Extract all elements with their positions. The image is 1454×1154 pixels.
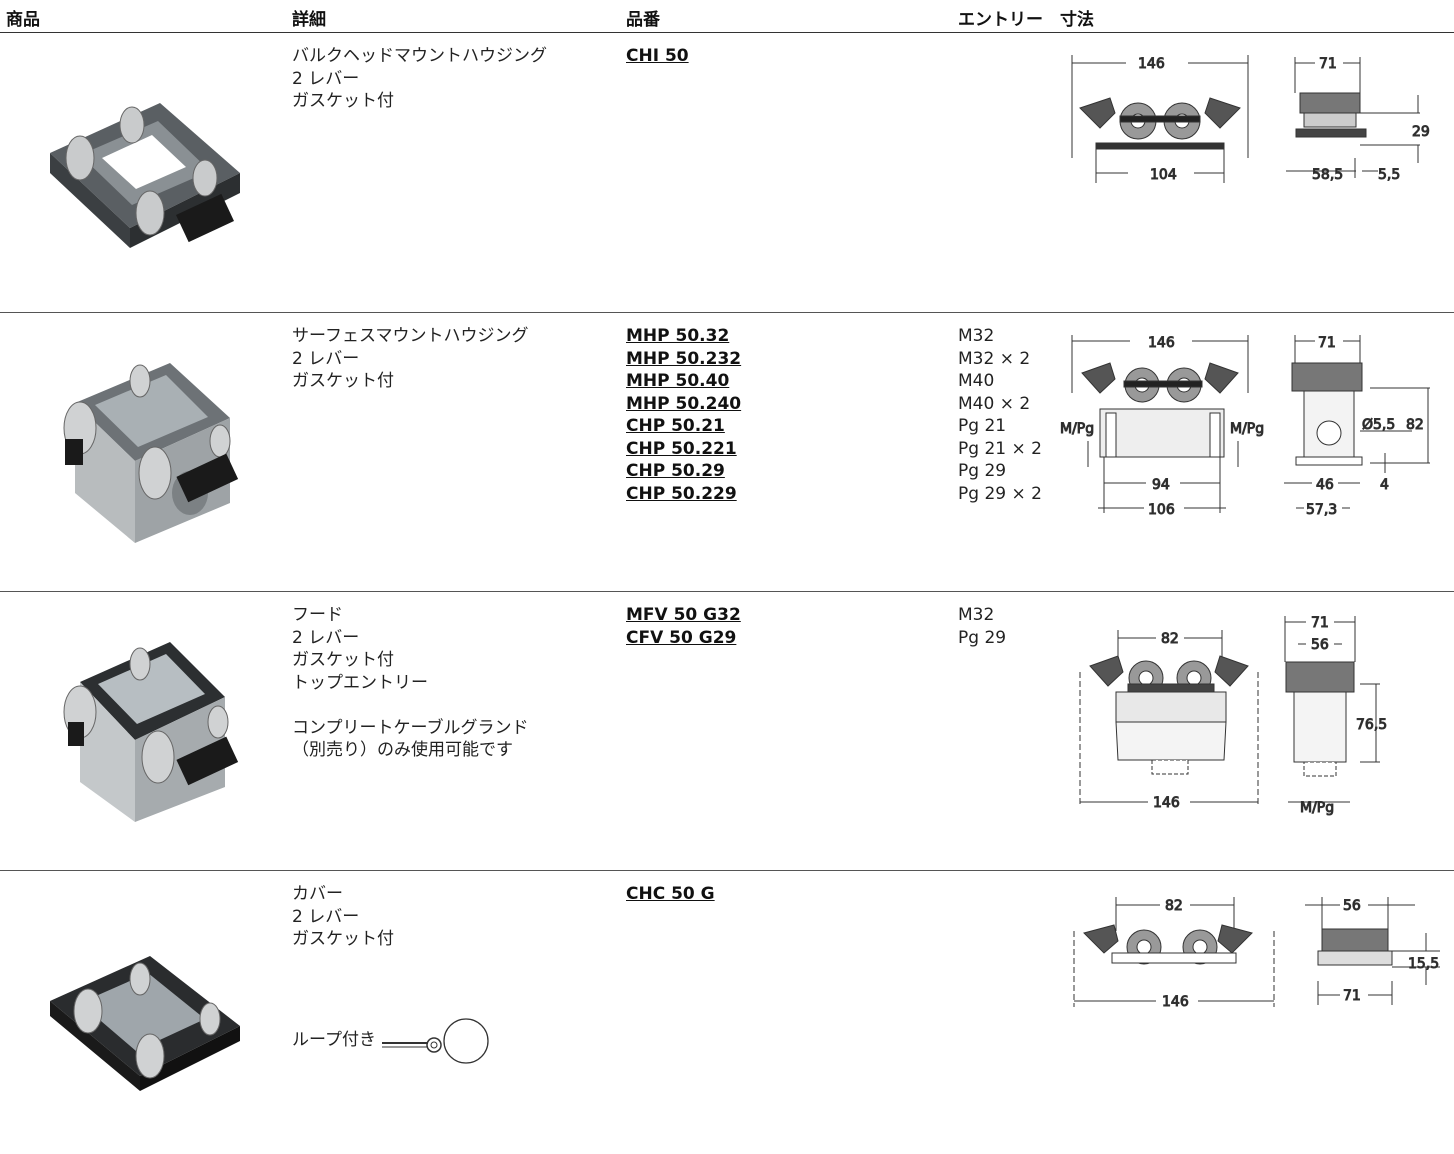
dim-56: 56 — [1311, 637, 1329, 653]
table-row: カバー 2 レバー ガスケット付 ループ付き CHC 50 G 82 146 5… — [0, 870, 1454, 1150]
detail-line: ガスケット付 — [292, 929, 394, 949]
detail-line: 2 レバー — [292, 68, 360, 89]
detail-line: 2 レバー — [292, 906, 360, 927]
dimension-drawing: 82 146 71 56 76,5 — [1060, 592, 1454, 871]
detail-line: ガスケット付 — [292, 650, 394, 670]
dim-104: 104 — [1150, 167, 1177, 183]
loop-cable-icon — [381, 1017, 489, 1064]
dim-m-pg-left: M/Pg — [1060, 421, 1094, 437]
dim-82: 82 — [1161, 631, 1179, 647]
dimension-drawing: 146 M/Pg M/Pg 94 106 71 — [1060, 313, 1454, 592]
dimension-drawing: 146 104 71 29 58,5 5,5 — [1060, 33, 1454, 312]
part-link-chp-50-229[interactable]: CHP 50.229 — [626, 483, 737, 504]
detail-line: ガスケット付 — [292, 371, 394, 391]
part-number-cell: MFV 50 G32 CFV 50 G29 — [626, 604, 741, 649]
part-link-chi-50[interactable]: CHI 50 — [626, 46, 689, 66]
table-row: バルクヘッドマウントハウジング 2 レバー ガスケット付 CHI 50 146 … — [0, 33, 1454, 312]
dim-m-pg-right: M/Pg — [1230, 421, 1264, 437]
detail-cell: カバー 2 レバー ガスケット付 ループ付き — [292, 883, 492, 1065]
dim-5-5: 5,5 — [1378, 167, 1400, 183]
dim-82: 82 — [1165, 898, 1183, 914]
hood-image — [63, 642, 239, 822]
dim-m-pg: M/Pg — [1300, 800, 1334, 816]
detail-line: トップエントリー — [292, 672, 428, 693]
part-link-chp-50-221[interactable]: CHP 50.221 — [626, 438, 737, 459]
detail-line: ガスケット付 — [292, 91, 394, 111]
cover-image — [50, 956, 240, 1091]
dim-146: 146 — [1138, 56, 1165, 72]
detail-line: フード — [292, 605, 343, 625]
dim-46: 46 — [1316, 477, 1334, 493]
entry-line: Pg 29 — [958, 627, 1007, 648]
dim-4: 4 — [1380, 477, 1389, 493]
part-link-cfv-50-g29[interactable]: CFV 50 G29 — [626, 627, 737, 648]
part-link-mhp-50-32[interactable]: MHP 50.32 — [626, 326, 730, 346]
part-number-cell: CHI 50 — [626, 45, 689, 68]
header-product: 商品 — [6, 10, 40, 30]
entry-line: M32 — [958, 605, 995, 625]
part-link-mhp-50-232[interactable]: MHP 50.232 — [626, 348, 742, 369]
entry-line: M32 × 2 — [958, 348, 1031, 369]
entry-line: Pg 21 — [958, 416, 1007, 436]
loop-option: ループ付き — [292, 1015, 492, 1065]
header-part-no: 品番 — [626, 10, 660, 30]
surface-housing-image — [63, 363, 239, 543]
table-header: 商品 詳細 品番 エントリー 寸法 — [0, 0, 1454, 33]
detail-line: バルクヘッドマウントハウジング — [292, 46, 547, 66]
entry-line: Pg 29 × 2 — [958, 483, 1042, 504]
detail-line: カバー — [292, 884, 343, 904]
dim-82: 82 — [1406, 417, 1424, 433]
table-row: サーフェスマウントハウジング 2 レバー ガスケット付 MHP 50.32 MH… — [0, 312, 1454, 592]
dim-29: 29 — [1412, 124, 1430, 140]
detail-line: サーフェスマウントハウジング — [292, 326, 529, 346]
dim-146: 146 — [1148, 335, 1175, 351]
table-row: フード 2 レバー ガスケット付 トップエントリー コンプリートケーブルグランド… — [0, 591, 1454, 871]
part-number-cell: MHP 50.32 MHP 50.232 MHP 50.40 MHP 50.24… — [626, 325, 741, 505]
dim-146: 146 — [1162, 994, 1189, 1010]
dim-57-3: 57,3 — [1306, 502, 1337, 518]
entry-line: M40 — [958, 371, 995, 391]
part-link-chp-50-21[interactable]: CHP 50.21 — [626, 416, 725, 436]
dim-71: 71 — [1311, 615, 1329, 631]
entry-cell: M32 Pg 29 — [958, 604, 1006, 649]
dimension-drawing: 82 146 56 15,5 71 — [1060, 871, 1454, 1150]
dim-76-5: 76,5 — [1356, 717, 1387, 733]
detail-line: 2 レバー — [292, 627, 360, 648]
entry-cell: M32 M32 × 2 M40 M40 × 2 Pg 21 Pg 21 × 2 … — [958, 325, 1042, 505]
part-link-mfv-50-g32[interactable]: MFV 50 G32 — [626, 605, 741, 625]
part-link-chc-50-g[interactable]: CHC 50 G — [626, 884, 715, 904]
entry-line: M40 × 2 — [958, 393, 1031, 414]
detail-cell: サーフェスマウントハウジング 2 レバー ガスケット付 — [292, 325, 528, 393]
dim-diameter-5-5: Ø5,5 — [1362, 417, 1395, 433]
entry-line: M32 — [958, 326, 995, 346]
loop-label: ループ付き — [292, 1029, 376, 1050]
dim-15-5: 15,5 — [1408, 956, 1439, 972]
entry-line: Pg 21 × 2 — [958, 438, 1042, 459]
detail-line: 2 レバー — [292, 348, 360, 369]
dim-146: 146 — [1153, 795, 1180, 811]
detail-line: （別売り）のみ使用可能です — [292, 740, 513, 760]
header-detail: 詳細 — [292, 10, 326, 30]
dim-71: 71 — [1318, 335, 1336, 351]
dim-71: 71 — [1319, 56, 1337, 72]
bulkhead-housing-image — [50, 103, 240, 248]
part-number-cell: CHC 50 G — [626, 883, 715, 906]
dim-71: 71 — [1343, 988, 1361, 1004]
detail-cell: フード 2 レバー ガスケット付 トップエントリー コンプリートケーブルグランド… — [292, 604, 528, 762]
part-link-mhp-50-40[interactable]: MHP 50.40 — [626, 371, 730, 391]
entry-line: Pg 29 — [958, 461, 1007, 481]
header-entry-dim: エントリー 寸法 — [958, 10, 1094, 30]
part-link-chp-50-29[interactable]: CHP 50.29 — [626, 461, 725, 481]
detail-cell: バルクヘッドマウントハウジング 2 レバー ガスケット付 — [292, 45, 547, 113]
dim-56: 56 — [1343, 898, 1361, 914]
dim-106: 106 — [1148, 502, 1175, 518]
part-link-mhp-50-240[interactable]: MHP 50.240 — [626, 393, 742, 414]
dim-94: 94 — [1152, 477, 1170, 493]
detail-line: コンプリートケーブルグランド — [292, 717, 529, 738]
detail-line — [292, 694, 528, 717]
dim-58-5: 58,5 — [1312, 167, 1343, 183]
